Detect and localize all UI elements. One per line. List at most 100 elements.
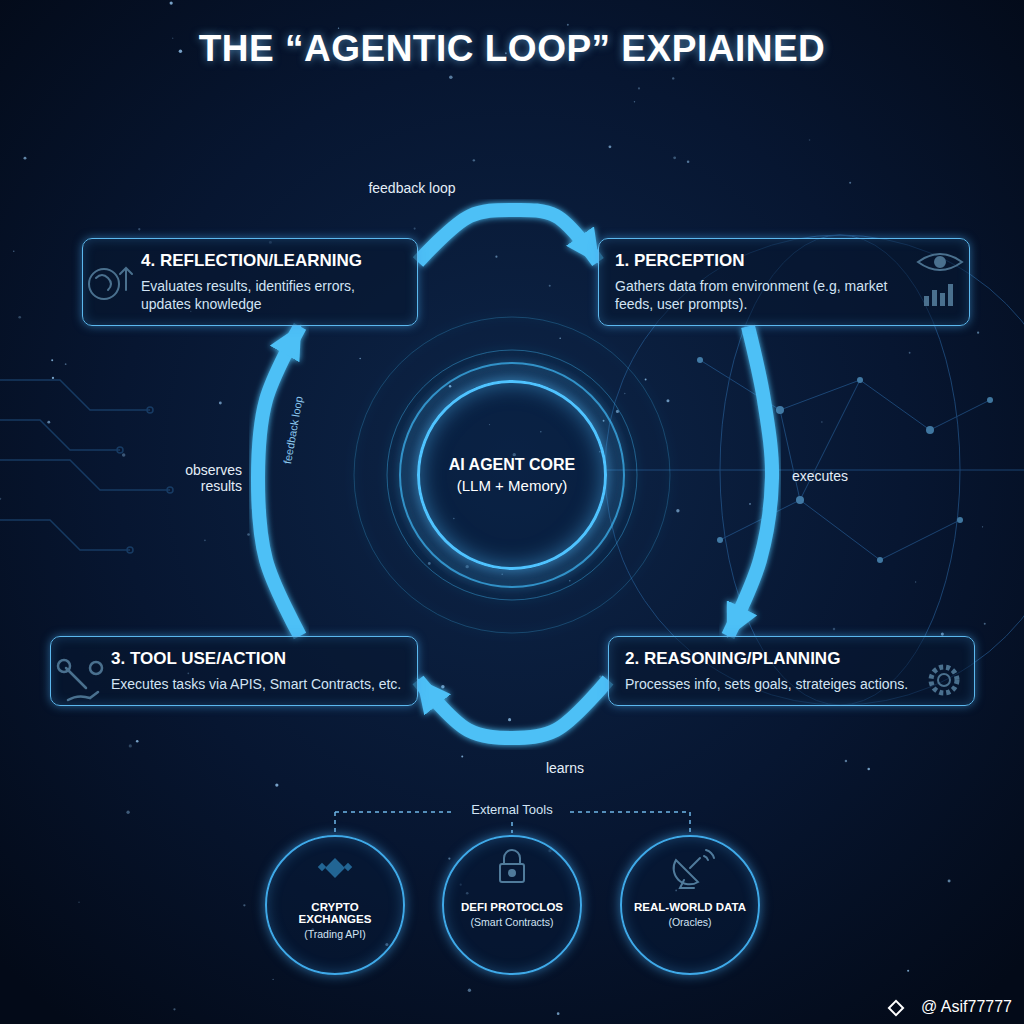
star [559, 338, 561, 340]
star [136, 740, 139, 743]
star [687, 160, 690, 163]
star [567, 24, 569, 26]
star [833, 628, 835, 630]
node-heading: CRYPTO EXCHANGES [275, 901, 395, 925]
star [448, 857, 450, 859]
star [129, 744, 132, 747]
star [549, 285, 551, 287]
star [461, 756, 463, 758]
star [468, 989, 471, 992]
star [275, 783, 278, 786]
node-heading: REAL-WORLD DATA [634, 901, 746, 913]
star [172, 38, 173, 39]
star [909, 352, 911, 354]
star [219, 402, 222, 405]
edge-label: observes results [150, 462, 242, 494]
node-body: (Smart Contracts) [471, 916, 554, 928]
step-box: 4. REFLECTION/LEARNING Evaluates results,… [82, 238, 418, 326]
star [13, 250, 14, 251]
star [634, 101, 635, 102]
star [749, 503, 751, 505]
core-rings [354, 317, 670, 633]
star [666, 399, 669, 402]
tool-circle: CRYPTO EXCHANGES (Trading API) [265, 835, 405, 975]
node-heading: 2. REASONING/PLANNING [625, 649, 912, 669]
star [47, 421, 50, 424]
node-body: (LLM + Memory) [457, 477, 567, 494]
star [179, 50, 182, 53]
star [18, 316, 21, 319]
loop-arrow [418, 680, 608, 738]
node-heading: DEFI PROTOCLOS [461, 901, 563, 913]
star [449, 385, 451, 387]
star [441, 685, 445, 689]
star [428, 562, 431, 565]
star [673, 156, 676, 159]
node-heading: 4. REFLECTION/LEARNING [141, 251, 405, 271]
star [569, 580, 570, 581]
star [78, 902, 79, 903]
star [907, 970, 909, 972]
node-body: (Trading API) [304, 928, 365, 940]
star [948, 880, 951, 883]
step-box: 2. REASONING/PLANNING Processes info, set… [608, 636, 975, 706]
edge-label: executes [792, 468, 882, 484]
star [809, 139, 811, 141]
star [273, 979, 274, 980]
star [849, 182, 851, 184]
node-heading: 3. TOOL USE/ACTION [111, 649, 405, 669]
star [0, 498, 1, 500]
node-body: Evaluates results, identifies errors, up… [141, 277, 405, 313]
star [867, 768, 870, 771]
star [624, 393, 625, 394]
star [977, 332, 979, 334]
star [465, 565, 468, 568]
star [449, 75, 453, 79]
group-heading: External Tools [452, 802, 572, 817]
star [915, 581, 916, 582]
star [24, 157, 27, 160]
node-body: Gathers data from environment (e.g, mark… [615, 277, 907, 313]
star [204, 539, 206, 541]
loop-arrow [728, 326, 772, 636]
node-body: Executes tasks via APIS, Smart Contracts… [111, 675, 405, 693]
star [984, 623, 986, 625]
circuit-lines [0, 380, 173, 553]
star [645, 379, 647, 381]
star [173, 1008, 175, 1010]
title: THE “AGENTIC LOOP” EXPIAINED [0, 28, 1024, 70]
star [414, 228, 416, 230]
loop-arrow [258, 326, 300, 636]
step-box: 3. TOOL USE/ACTION Executes tasks via API… [50, 636, 418, 706]
watermark: @ Asif77777 [892, 998, 1012, 1016]
star [603, 420, 605, 422]
node-heading: AI AGENT CORE [449, 456, 576, 474]
node-heading: 1. PERCEPTION [615, 251, 907, 271]
star [495, 256, 497, 258]
star [473, 159, 475, 161]
star [243, 904, 245, 906]
core-circle: AI AGENT CORE (LLM + Memory) [417, 380, 607, 570]
star [672, 77, 674, 79]
star [638, 87, 640, 89]
tool-circle: REAL-WORLD DATA (Oracles) [620, 835, 760, 975]
star [51, 359, 53, 361]
watermark-icon [889, 1001, 903, 1015]
star [821, 421, 822, 422]
star [122, 453, 125, 456]
star [508, 718, 511, 721]
tool-circle: DEFI PROTOCLOS (Smart Contracts) [442, 835, 582, 975]
star [247, 533, 250, 536]
star [126, 811, 129, 814]
star-field [0, 1, 986, 1015]
star [359, 358, 360, 359]
loop-arrow [418, 210, 598, 262]
edge-label: learns [520, 760, 610, 776]
star [65, 363, 67, 365]
star [557, 1012, 560, 1015]
node-body: Processes info, sets goals, strateiges a… [625, 675, 912, 693]
star [982, 526, 983, 527]
star [170, 1, 173, 4]
node-body: (Oracles) [668, 916, 711, 928]
